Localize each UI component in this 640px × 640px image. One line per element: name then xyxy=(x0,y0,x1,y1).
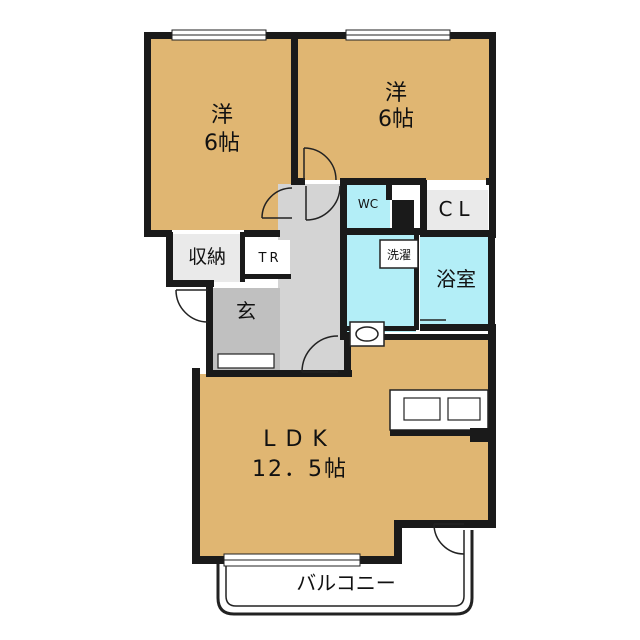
tr-label: TR xyxy=(258,251,282,266)
western-left-label-2: 6帖 xyxy=(204,131,240,156)
door-balcony xyxy=(433,523,465,555)
door-ldk xyxy=(301,335,339,373)
balcony-inner-outline xyxy=(225,530,465,607)
door-left-room xyxy=(261,187,293,219)
window-ldk-south xyxy=(223,553,361,567)
storage-label: 収納 xyxy=(188,246,226,268)
door-entrance xyxy=(175,289,209,323)
wc-floor xyxy=(346,184,390,228)
western-right-label-1: 洋 xyxy=(385,81,407,106)
ldk-label-2: 12．5帖 xyxy=(252,457,348,482)
window-right-room xyxy=(345,29,451,41)
closet-floor xyxy=(426,190,488,230)
western-room-right-floor xyxy=(298,38,490,180)
storage-floor xyxy=(172,234,242,282)
tr-floor xyxy=(246,240,290,274)
wc-label: WC xyxy=(358,197,378,211)
shoe-cabinet xyxy=(217,353,275,369)
washing-machine-area xyxy=(379,239,419,269)
window-left-room xyxy=(171,29,267,41)
door-right-room xyxy=(303,147,337,181)
laundry-label: 洗濯 xyxy=(387,248,411,262)
bath-floor xyxy=(420,234,490,326)
western-right-label-2: 6帖 xyxy=(378,107,414,132)
western-left-label-1: 洋 xyxy=(211,103,233,128)
balcony-label: バルコニー xyxy=(296,571,396,595)
western-room-left-floor xyxy=(150,38,292,230)
cl-label: CL xyxy=(438,197,475,221)
entrance-label: 玄 xyxy=(236,299,256,323)
bath-label: 浴室 xyxy=(436,267,476,291)
balcony-outline xyxy=(216,530,474,616)
kitchen-counter xyxy=(389,389,490,442)
washbasin-bowl xyxy=(355,326,379,342)
door-corridor-top xyxy=(305,185,341,221)
ldk-label-1: LDK xyxy=(263,427,337,452)
